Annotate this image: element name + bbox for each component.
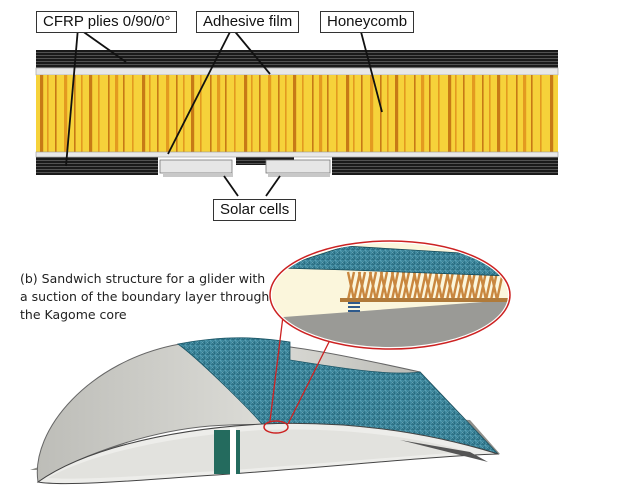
detail-connectors xyxy=(269,299,331,425)
solar-cell-right xyxy=(265,159,331,174)
honeycomb-wall xyxy=(176,75,178,152)
honeycomb-wall xyxy=(353,75,355,152)
solar-cell-adhesive xyxy=(163,173,233,177)
honeycomb-wall xyxy=(244,75,248,152)
airfoil-section-inner xyxy=(48,429,470,479)
wing-spar xyxy=(214,430,240,474)
honeycomb-wall xyxy=(225,75,227,152)
honeycomb-wall xyxy=(463,75,465,152)
figure-caption: (b) Sandwich structure for a glider with… xyxy=(20,271,270,322)
honeycomb-wall xyxy=(285,75,287,152)
honeycomb-wall xyxy=(302,75,304,152)
honeycomb-wall xyxy=(455,75,457,152)
honeycomb-wall xyxy=(531,75,533,152)
honeycomb-wall xyxy=(312,75,314,152)
wing-suction-mesh xyxy=(177,337,499,455)
top-adhesive-film xyxy=(35,67,559,76)
honeycomb-wall xyxy=(336,75,338,152)
honeycomb-wall xyxy=(47,75,49,152)
honeycomb-wall xyxy=(421,75,425,152)
bottom-adhesive-film xyxy=(35,151,559,158)
honeycomb-wall xyxy=(64,75,68,152)
honeycomb-wall xyxy=(482,75,484,152)
honeycomb-wall xyxy=(516,75,518,152)
top-cfrp-plies xyxy=(36,50,558,68)
honeycomb-wall xyxy=(540,75,542,152)
honeycomb-wall xyxy=(166,75,170,152)
honeycomb-wall xyxy=(132,75,134,152)
honeycomb-wall xyxy=(108,75,110,152)
honeycomb-wall xyxy=(370,75,374,152)
honeycomb-wall xyxy=(81,75,83,152)
honeycomb-wall xyxy=(259,75,261,152)
honeycomb-wall xyxy=(429,75,431,152)
bottom-cfrp-plies-left xyxy=(36,157,158,175)
honeycomb-core xyxy=(36,75,558,152)
honeycomb-wall xyxy=(234,75,236,152)
bottom-cfrp-plies-middle xyxy=(236,157,294,165)
honeycomb-wall xyxy=(523,75,527,152)
honeycomb-wall xyxy=(361,75,363,152)
honeycomb-wall xyxy=(404,75,406,152)
kagome-inner-stripes xyxy=(348,302,360,312)
honeycomb-wall xyxy=(149,75,151,152)
honeycomb-wall xyxy=(380,75,382,152)
honeycomb-wall xyxy=(98,75,100,152)
honeycomb-wall xyxy=(346,75,350,152)
honeycomb-wall xyxy=(293,75,297,152)
sandwich-section xyxy=(35,50,559,177)
detail-callout-marker xyxy=(263,420,289,434)
honeycomb-wall xyxy=(55,75,57,152)
label-honeycomb: Honeycomb xyxy=(320,11,415,33)
honeycomb-wall xyxy=(414,75,416,152)
bottom-cfrp-plies-right xyxy=(332,157,558,175)
honeycomb-wall xyxy=(472,75,476,152)
kagome-base xyxy=(340,298,508,302)
honeycomb-wall xyxy=(115,75,119,152)
leader-lines xyxy=(65,27,383,197)
honeycomb-wall xyxy=(327,75,329,152)
honeycomb-wall xyxy=(489,75,491,152)
honeycomb-wall xyxy=(74,75,76,152)
glider-wing xyxy=(30,337,500,485)
honeycomb-wall xyxy=(387,75,389,152)
honeycomb-wall xyxy=(217,75,221,152)
honeycomb-wall xyxy=(278,75,280,152)
honeycomb-wall xyxy=(251,75,253,152)
honeycomb-cell-walls xyxy=(40,75,554,152)
trailing-edge-shadow xyxy=(400,440,488,462)
honeycomb-wall xyxy=(438,75,440,152)
honeycomb-wall xyxy=(497,75,501,152)
label-adhesive-film: Adhesive film xyxy=(196,11,300,33)
solar-cell-adhesive-2 xyxy=(268,173,330,177)
honeycomb-wall xyxy=(123,75,125,152)
honeycomb-wall xyxy=(448,75,452,152)
honeycomb-wall xyxy=(89,75,93,152)
label-cfrp-plies: CFRP plies 0/90/0° xyxy=(36,11,178,33)
wing-spar-web xyxy=(230,428,236,476)
honeycomb-wall xyxy=(191,75,195,152)
solar-cell-left xyxy=(159,159,233,174)
blue-top-skin xyxy=(277,245,508,277)
honeycomb-wall xyxy=(183,75,185,152)
honeycomb-wall xyxy=(40,75,44,152)
detail-bubble xyxy=(269,240,511,350)
honeycomb-wall xyxy=(395,75,399,152)
honeycomb-wall xyxy=(210,75,212,152)
kagome-core xyxy=(340,271,508,302)
honeycomb-wall xyxy=(319,75,323,152)
honeycomb-wall xyxy=(506,75,508,152)
label-solar-cells: Solar cells xyxy=(213,199,297,221)
honeycomb-wall xyxy=(142,75,146,152)
honeycomb-wall xyxy=(268,75,272,152)
honeycomb-wall xyxy=(550,75,554,152)
honeycomb-wall xyxy=(200,75,202,152)
honeycomb-wall xyxy=(157,75,159,152)
